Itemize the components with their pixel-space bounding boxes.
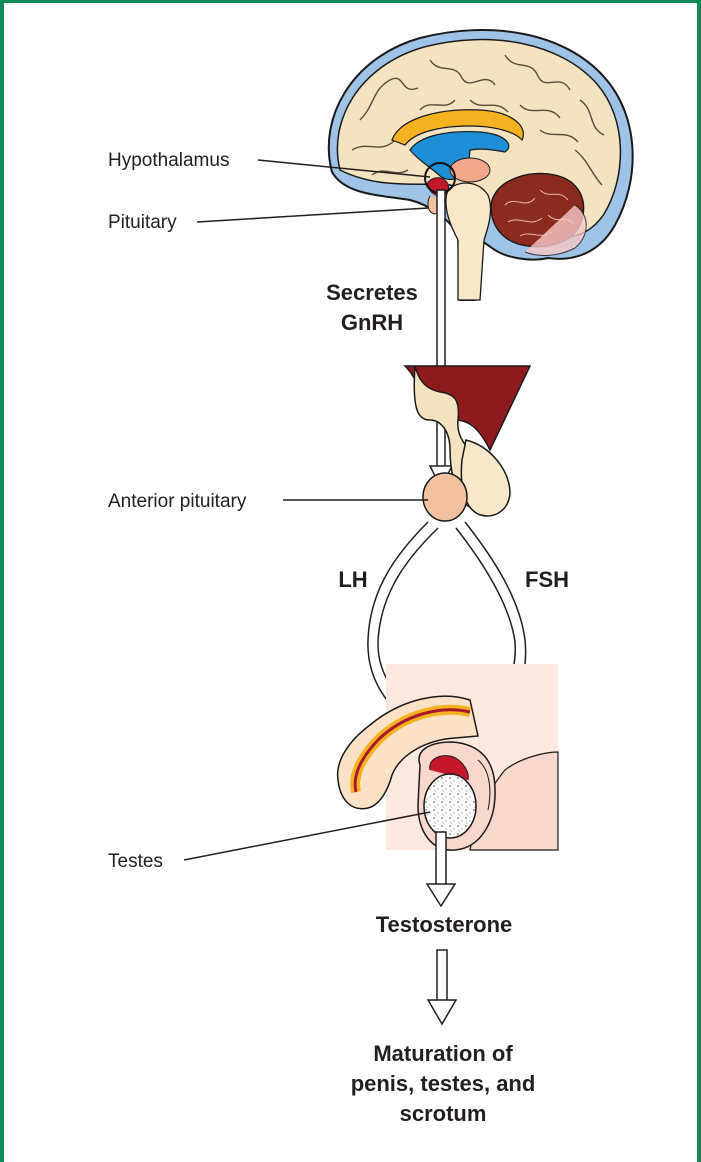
label-anterior-pituitary: Anterior pituitary bbox=[108, 491, 247, 512]
maturation-line3: scrotum bbox=[400, 1101, 487, 1126]
fsh-label: FSH bbox=[525, 567, 569, 592]
brainstem bbox=[446, 183, 491, 300]
label-pituitary: Pituitary bbox=[108, 212, 177, 233]
secretes-label-line1: Secretes bbox=[326, 280, 418, 305]
posterior-lobe bbox=[461, 440, 510, 516]
pituitary-closeup bbox=[405, 366, 530, 521]
lh-label: LH bbox=[338, 567, 367, 592]
maturation-arrow bbox=[428, 950, 456, 1024]
pituitary-leader bbox=[197, 208, 428, 222]
secretes-label-line2: GnRH bbox=[341, 310, 403, 335]
gnrh-arrow bbox=[430, 190, 452, 488]
thalamus bbox=[450, 158, 490, 182]
genital-illustration bbox=[338, 664, 558, 850]
maturation-line2: penis, testes, and bbox=[351, 1071, 536, 1096]
label-hypothalamus: Hypothalamus bbox=[108, 150, 229, 171]
maturation-line1: Maturation of bbox=[373, 1041, 513, 1066]
testis bbox=[424, 774, 476, 838]
label-testes: Testes bbox=[108, 851, 163, 872]
anterior-pituitary-lobe bbox=[423, 473, 467, 521]
testosterone-label: Testosterone bbox=[376, 912, 513, 937]
brain-illustration bbox=[329, 30, 633, 300]
